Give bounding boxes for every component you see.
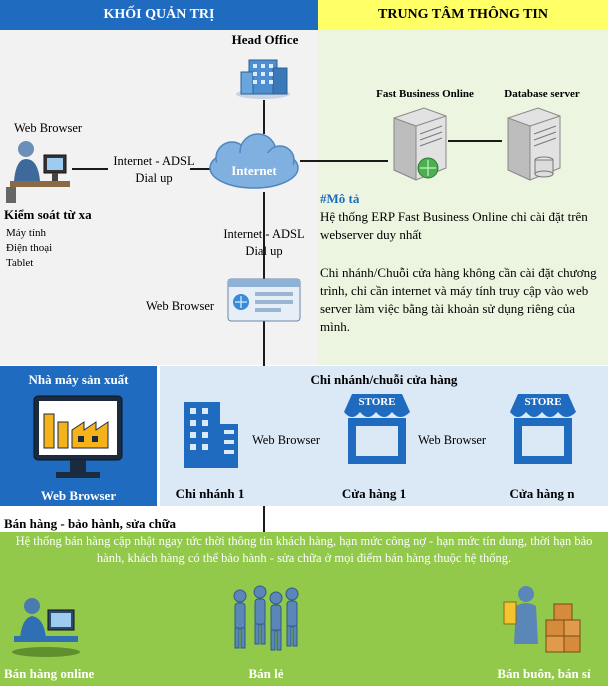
wholesale-icon: [503, 586, 581, 653]
remote-user-computer-icon: [6, 141, 70, 203]
store1-label: Cửa hàng 1: [341, 486, 407, 501]
connector-browser-down: [263, 318, 265, 366]
factory-title: Nhà máy sản xuất: [28, 372, 129, 387]
office-browser-label: Web Browser: [146, 299, 215, 313]
branch-building-icon: [184, 402, 238, 468]
lower-link-label-1: Internet - ADSL: [223, 227, 305, 241]
retail-people-icon: [233, 585, 299, 651]
description-title: #Mô tả: [320, 191, 360, 206]
storen-label: Cửa hàng n: [509, 486, 575, 501]
branch-section-title: Chi nhánh/chuỗi cửa hàng: [310, 372, 458, 387]
office-building-icon: [236, 59, 290, 99]
storen-icon: [510, 394, 576, 464]
branch-browser-label-1: Web Browser: [252, 433, 321, 447]
device-item: Máy tính: [6, 227, 47, 239]
db-server-label: Database server: [504, 88, 580, 100]
retail-label: Bán lẻ: [248, 666, 284, 681]
head-office-label: Head Office: [231, 32, 299, 47]
database-server-icon: [507, 107, 561, 181]
header-info-center: TRUNG TÂM THÔNG TIN: [318, 0, 608, 30]
wholesale-label: Bán buôn, bán sỉ: [497, 666, 591, 681]
info-center-region: [318, 30, 608, 365]
connector-internet-fbo: [300, 160, 388, 162]
description-paragraph-2: Chi nhánh/Chuỗi cửa hàng không cần cài đ…: [320, 265, 597, 334]
device-item: Tablet: [6, 257, 34, 269]
browser-window-icon: [227, 278, 301, 322]
remote-link-label-1: Internet - ADSL: [113, 154, 195, 168]
factory-monitor-icon: [33, 395, 123, 478]
remote-browser-label: Web Browser: [14, 121, 83, 135]
online-sales-icon: [12, 598, 80, 657]
internet-cloud-icon: [209, 133, 299, 189]
connector-internet-browser: [263, 192, 265, 280]
store1-icon: [344, 394, 410, 464]
storen-sign: STORE: [524, 396, 562, 408]
web-server-icon: [393, 107, 447, 181]
remote-link-label-2: Dial up: [135, 171, 173, 185]
fbo-server-label: Fast Business Online: [376, 88, 474, 100]
connector-remote-right: [190, 168, 210, 170]
device-list: Máy tính Điện thoại Tablet: [6, 226, 52, 271]
header-management: KHỐI QUẢN TRỊ: [0, 0, 318, 30]
sales-title: Bán hàng - bảo hành, sửa chữa: [4, 516, 177, 531]
device-item: Điện thoại: [6, 242, 53, 254]
connector-office-internet: [263, 100, 265, 134]
lower-link-label-2: Dial up: [245, 244, 283, 258]
branch1-label: Chi nhánh 1: [175, 486, 245, 501]
connector-fbo-db: [448, 140, 502, 142]
sales-description: Hệ thống bán hàng cập nhật ngay tức thời…: [15, 534, 593, 565]
online-sales-label: Bán hàng online: [4, 666, 95, 681]
store1-sign: STORE: [358, 396, 396, 408]
factory-browser-label: Web Browser: [40, 488, 117, 503]
branch-browser-label-2: Web Browser: [418, 433, 487, 447]
remote-title: Kiểm soát từ xa: [4, 207, 92, 222]
connector-to-sales: [263, 506, 265, 532]
internet-label: Internet: [231, 163, 277, 178]
description-paragraph-1: Hệ thống ERP Fast Business Online chỉ cà…: [320, 209, 588, 242]
connector-remote-left: [72, 168, 108, 170]
